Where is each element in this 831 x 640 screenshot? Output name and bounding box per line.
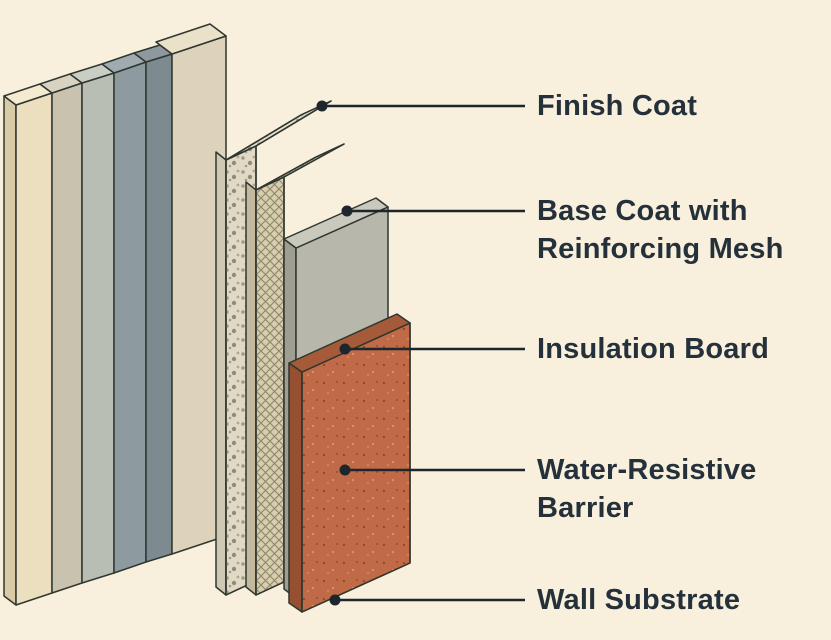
leader-dot-wall-substrate — [329, 594, 341, 606]
label-finish-coat-text: Finish Coat — [537, 90, 698, 122]
leader-wrb — [339, 464, 525, 476]
leader-base-coat — [341, 205, 525, 217]
label-finish-coat: Finish Coat — [537, 87, 697, 125]
substrate-slab-1-front-face — [15, 92, 53, 606]
label-base-coat-text-line2: Reinforcing Mesh — [537, 233, 784, 265]
wrb-side-face — [288, 362, 303, 613]
layer-substrate-slab-1 — [3, 83, 53, 606]
layer-water-resistive-barrier — [288, 313, 411, 613]
substrate-slab-6-top-face — [155, 23, 227, 55]
leader-finish-coat — [316, 100, 525, 112]
label-base-coat-text-line1: Base Coat with — [537, 195, 748, 227]
wrb-front-texture — [301, 322, 411, 613]
label-water-resistive-barrier: Water-Resistive Barrier — [537, 451, 757, 527]
wrb-top-face — [288, 313, 411, 373]
label-wall-substrate-text: Wall Substrate — [537, 584, 741, 616]
leader-dot-base-coat — [341, 205, 353, 217]
mesh-front-texture — [255, 176, 285, 596]
label-insulation-board: Insulation Board — [537, 330, 769, 368]
substrate-slab-2-front-face — [51, 82, 83, 594]
mesh-top-texture — [255, 143, 345, 191]
label-wrb-text-line2: Barrier — [537, 492, 634, 524]
label-insulation-board-text: Insulation Board — [537, 333, 769, 365]
leader-insulation-board — [339, 343, 525, 355]
stipple-side-face — [215, 151, 227, 596]
layer-substrate-slab-3 — [69, 63, 115, 584]
substrate-slab-1-side-face — [3, 95, 17, 606]
leader-dot-finish-coat — [316, 100, 328, 112]
label-wrb-text-line1: Water-Resistive — [537, 454, 757, 486]
leader-dot-insulation-board — [339, 343, 351, 355]
label-base-coat: Base Coat with Reinforcing Mesh — [537, 192, 784, 268]
substrate-slab-3-front-face — [81, 72, 115, 584]
mesh-side-face — [245, 181, 257, 596]
leader-dot-wrb — [339, 464, 351, 476]
leader-wall-substrate — [329, 594, 525, 606]
label-wall-substrate: Wall Substrate — [537, 581, 740, 619]
stipple-top-texture — [225, 100, 332, 161]
substrate-slab-5-front-face — [145, 53, 173, 563]
substrate-slab-4-front-face — [113, 61, 147, 574]
